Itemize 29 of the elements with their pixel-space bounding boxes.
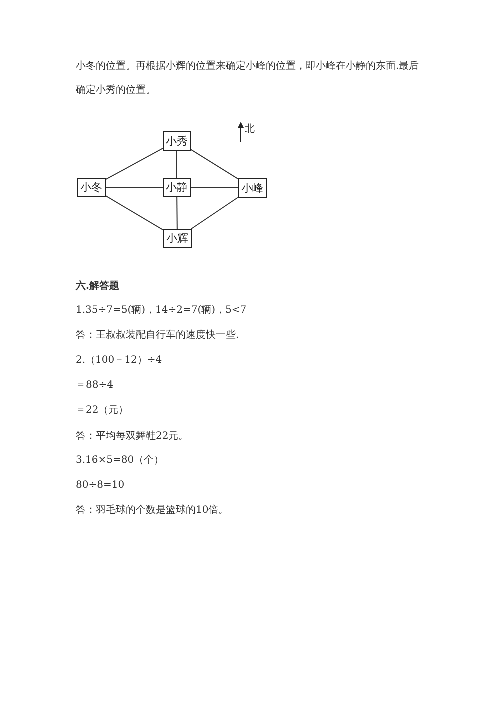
answer-text: 答：王叔叔装配自行车的速度快一些. <box>76 328 240 343</box>
answer-text: 1.35÷7=5(辆)，14÷2=7(辆)，5<7 <box>76 304 247 318</box>
name-text: 小辉 <box>166 231 188 246</box>
name-text: 小冬 <box>80 180 102 195</box>
answer-text: 3.16×5=80（个） <box>76 454 164 468</box>
name-text: 小秀 <box>166 134 188 148</box>
answer-text: 答：羽毛球的个数是篮球的10倍。 <box>76 504 229 518</box>
answer-text: 答：平均每双舞鞋22元。 <box>76 430 189 444</box>
paragraph-text: 小冬的位置。再根据小辉的位置来确定小峰的位置，即小峰在小静的东面.最后确定小秀的位置。 <box>76 60 420 98</box>
name-box <box>163 178 191 197</box>
connector-line <box>190 149 238 180</box>
name-box <box>77 178 106 197</box>
connector-line <box>190 187 238 188</box>
connector-line <box>176 150 178 178</box>
section-heading: 六.解答题 <box>76 279 120 294</box>
name-text: 小峰 <box>242 180 264 196</box>
name-box <box>238 178 267 198</box>
answer-text: ＝22（元） <box>76 404 129 418</box>
answer-text: 2.（100－12）÷4 <box>76 354 162 368</box>
answer-text: ＝88÷4 <box>76 379 114 393</box>
connector-line <box>106 187 164 188</box>
connector-line <box>106 196 164 230</box>
compass-label: 北 <box>245 122 255 137</box>
answer-text: 80÷8=10 <box>76 479 125 493</box>
name-box <box>163 229 192 248</box>
connector-line <box>191 197 238 230</box>
connector-line <box>176 196 178 230</box>
name-text: 小静 <box>166 180 188 195</box>
connector-line <box>106 148 164 180</box>
